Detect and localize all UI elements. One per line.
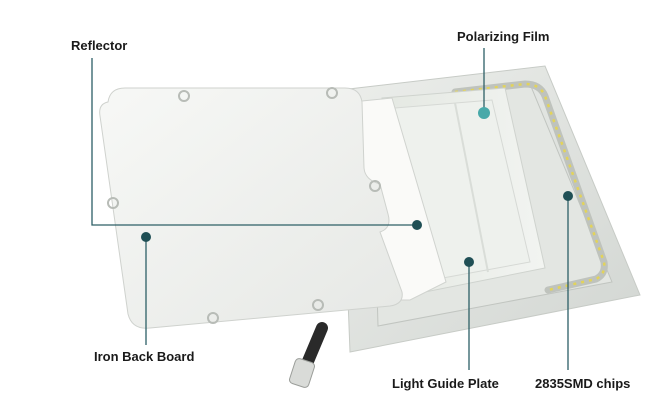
reflector-label: Reflector: [71, 38, 128, 53]
light-guide-plate-marker: [464, 257, 474, 267]
connector-cable: [289, 322, 328, 388]
reflector-leader-line: [91, 58, 417, 226]
leader-lines: [91, 48, 569, 370]
polarizing-film-marker: [478, 107, 490, 119]
iron-back-board: [99, 87, 403, 329]
smd-chips-label: 2835SMD chips: [535, 376, 631, 391]
smd-chips-marker: [563, 191, 573, 201]
callout-markers: [141, 107, 573, 267]
light-guide-plate-label: Light Guide Plate: [392, 376, 499, 391]
led-strip: [451, 80, 608, 294]
iron-back-board-label: Iron Back Board: [94, 349, 195, 364]
iron-back-board-marker: [141, 232, 151, 242]
reflector-marker: [412, 220, 422, 230]
polarizing-film-label: Polarizing Film: [457, 29, 550, 44]
